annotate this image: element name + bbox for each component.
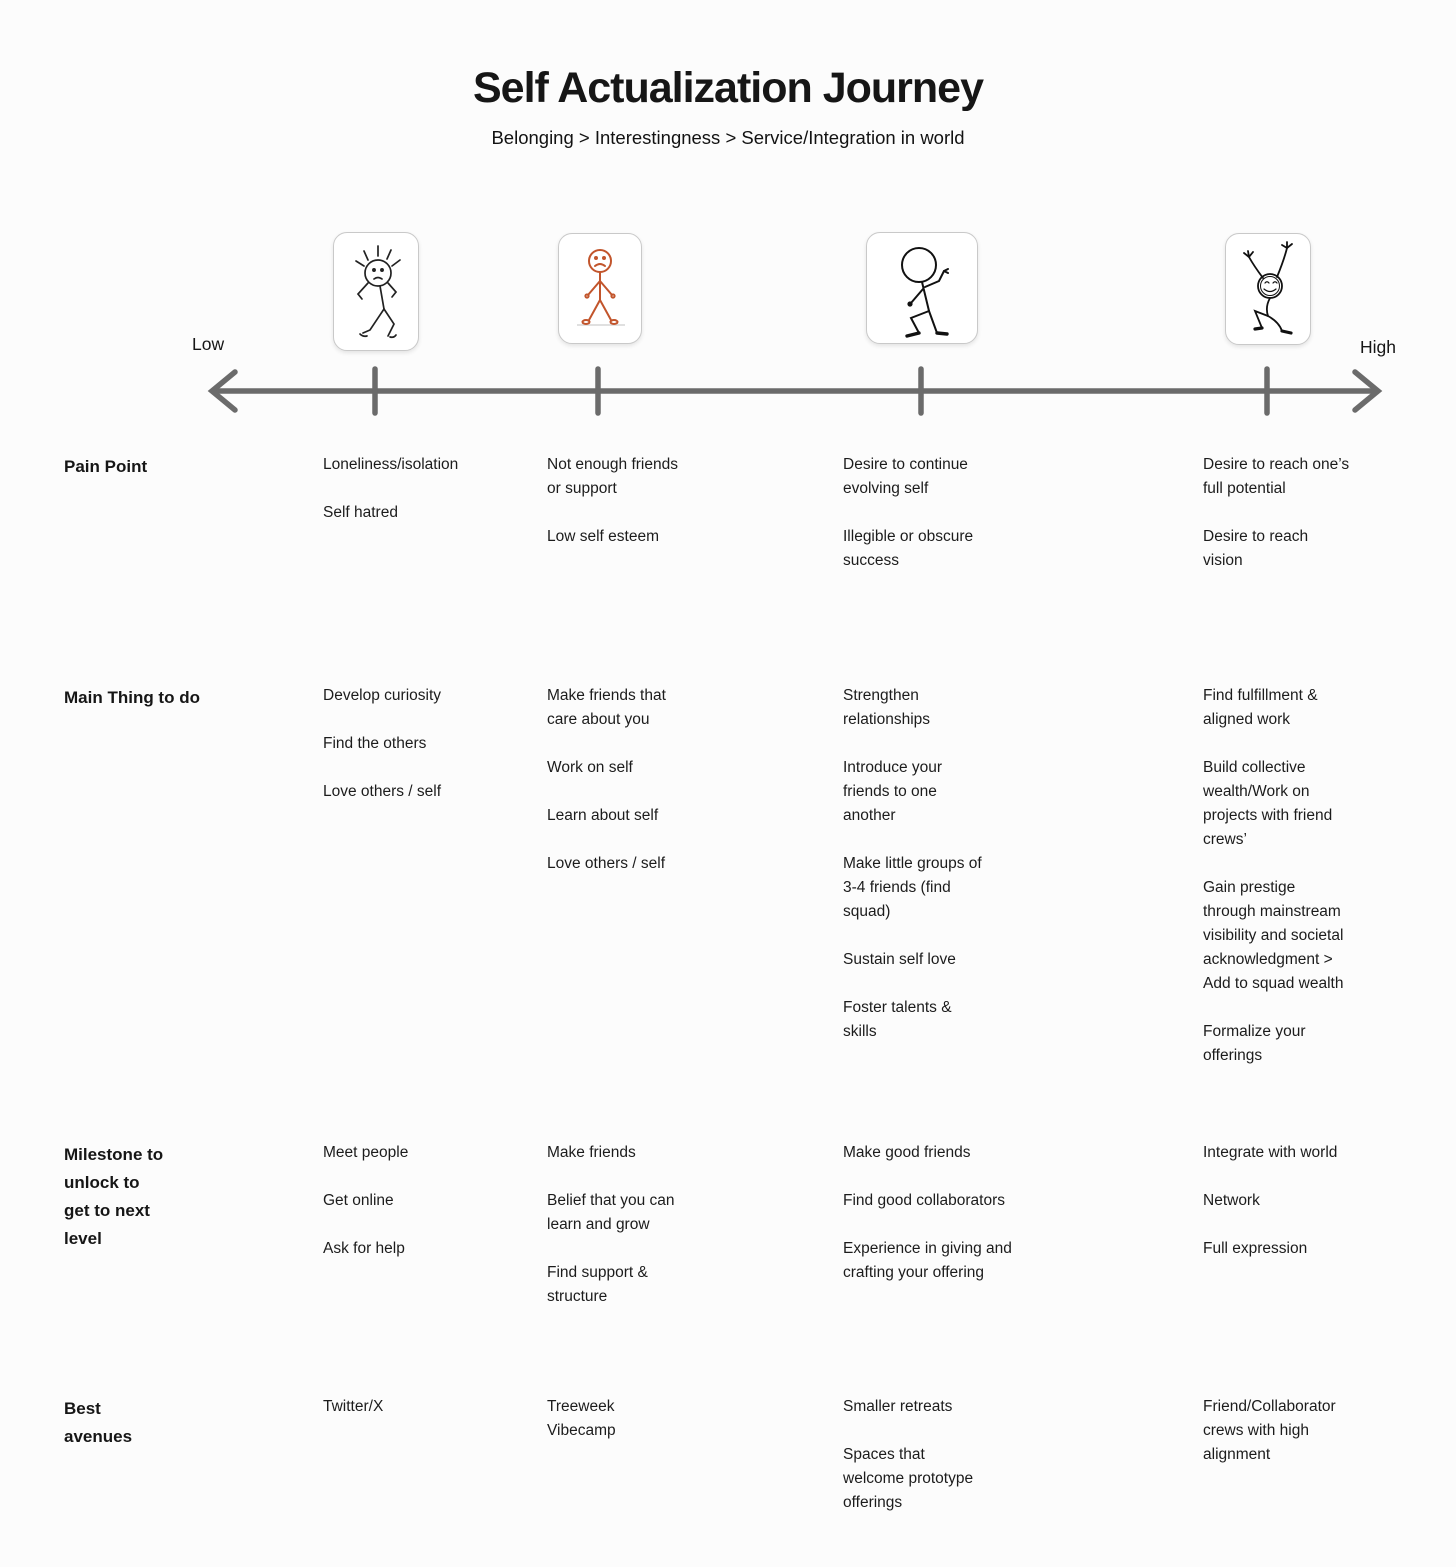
main-thing-item: Make friends that care about you [547,687,666,728]
milestone-item: Integrate with world [1203,1144,1338,1161]
best-avenues-stage2-cell: Treeweek Vibecamp [547,1395,759,1467]
main-thing-item: Make little groups of 3-4 friends (find … [843,855,982,920]
pain-point-item: Desire to continue evolving self [843,456,968,497]
milestone-stage4-cell: Integrate with world Network Full expres… [1203,1141,1415,1285]
main-thing-item: Strengthen relationships [843,687,931,728]
pain-point-item: Illegible or obscure success [843,528,974,569]
sad-person-icon [577,249,625,326]
pain-point-stage3-cell: Desire to continue evolving self Illegib… [843,453,1055,597]
milestone-item: Find good collaborators [843,1192,1005,1209]
row-label-milestone: Milestone to unlock to get to next level [64,1145,164,1248]
main-thing-item: Develop curiosity [323,687,442,704]
main-thing-item: Learn about self [547,807,659,824]
milestone-stage2-cell: Make friends Belief that you can learn a… [547,1141,759,1333]
milestone-item: Full expression [1203,1240,1308,1257]
pain-point-item: Low self esteem [547,528,659,545]
main-thing-item: Find fulfillment & aligned work [1203,687,1318,728]
main-thing-item: Love others / self [323,783,442,800]
main-thing-stage3-cell: Strengthen relationships Introduce your … [843,684,1055,1068]
figure-card-stage2 [558,233,642,344]
milestone-item: Find support & structure [547,1264,648,1305]
pain-point-item: Not enough friends or support [547,456,678,497]
best-avenues-item: Spaces that welcome prototype offerings [843,1446,974,1511]
milestone-item: Get online [323,1192,394,1209]
milestone-stage3-cell: Make good friends Find good collaborator… [843,1141,1055,1309]
page-title: Self Actualization Journey [472,64,984,112]
pain-point-stage1-cell: Loneliness/isolation Self hatred [323,453,535,549]
joyful-person-icon [1243,241,1293,335]
milestone-item: Ask for help [323,1240,405,1257]
main-thing-stage1-cell: Develop curiosity Find the others Love o… [323,684,535,828]
best-avenues-stage4-cell: Friend/Collaborator crews with high alig… [1203,1395,1415,1491]
milestone-item: Make friends [547,1144,636,1161]
main-thing-item: Gain prestige through mainstream visibil… [1203,879,1344,992]
walking-person-icon [901,247,949,338]
best-avenues-stage1-cell: Twitter/X [323,1395,535,1443]
milestone-item: Make good friends [843,1144,971,1161]
row-label-best-avenues: Best avenues [64,1399,133,1446]
subtitle: Belonging > Interestingness > Service/In… [491,127,965,148]
milestone-item: Meet people [323,1144,409,1161]
figure-card-stage1 [333,232,419,351]
main-thing-item: Introduce your friends to one another [843,759,943,824]
pain-point-stage4-cell: Desire to reach one’s full potential Des… [1203,453,1415,597]
axis-high-label: High [1360,337,1396,357]
main-thing-item: Love others / self [547,855,666,872]
pain-point-item: Loneliness/isolation [323,456,459,473]
figure-card-stage3 [866,232,978,344]
main-thing-item: Find the others [323,735,427,752]
best-avenues-item: Friend/Collaborator crews with high alig… [1203,1398,1336,1463]
best-avenues-item: Twitter/X [323,1398,384,1415]
main-thing-item: Work on self [547,759,633,776]
distressed-person-icon [355,245,401,339]
row-label-pain-point: Pain Point [64,457,148,476]
milestone-stage1-cell: Meet people Get online Ask for help [323,1141,535,1285]
pain-point-item: Desire to reach one’s full potential [1203,456,1350,497]
row-label-main-thing: Main Thing to do [64,688,200,707]
axis-low-label: Low [192,334,225,354]
milestone-item: Experience in giving and crafting your o… [843,1240,1012,1281]
best-avenues-stage3-cell: Smaller retreats Spaces that welcome pro… [843,1395,1055,1539]
best-avenues-item: Treeweek Vibecamp [547,1398,616,1439]
main-thing-item: Build collective wealth/Work on projects… [1203,759,1333,848]
main-thing-item: Sustain self love [843,951,956,968]
milestone-item: Belief that you can learn and grow [547,1192,675,1233]
best-avenues-item: Smaller retreats [843,1398,953,1415]
main-thing-item: Foster talents & skills [843,999,952,1040]
diagram-header: Self Actualization Journey Belonging > I… [0,64,1456,149]
figure-card-stage4 [1225,233,1311,345]
main-thing-stage4-cell: Find fulfillment & aligned work Build co… [1203,684,1415,1092]
main-thing-item: Formalize your offerings [1203,1023,1306,1064]
pain-point-item: Self hatred [323,504,398,521]
main-thing-stage2-cell: Make friends that care about you Work on… [547,684,759,900]
pain-point-stage2-cell: Not enough friends or support Low self e… [547,453,759,573]
pain-point-item: Desire to reach vision [1203,528,1309,569]
milestone-item: Network [1203,1192,1260,1209]
